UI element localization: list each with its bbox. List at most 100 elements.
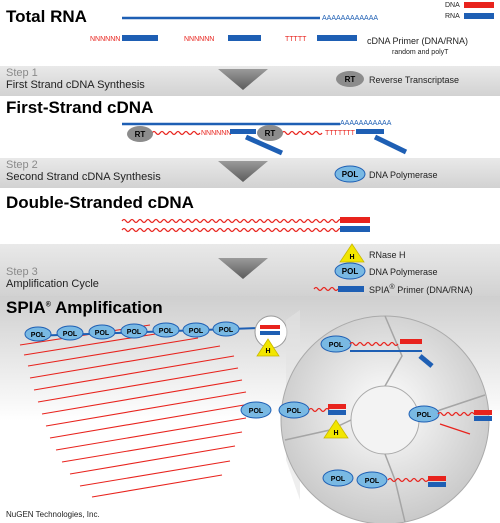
double-stranded-title: Double-Stranded cDNA xyxy=(6,193,194,212)
cycle-pol-left-1-text: POL xyxy=(249,408,264,415)
total-rna-polya-tail: AAAAAAAAAAAA xyxy=(322,15,378,22)
ds-cdna-rna-end xyxy=(340,226,370,232)
first-strand-primer-2 xyxy=(356,129,384,134)
cycle-top-template xyxy=(350,350,422,352)
cycle-top-strand xyxy=(349,341,399,347)
total-rna-title: Total RNA xyxy=(6,7,87,26)
cycle-pol-bottom-1-text: POL xyxy=(331,476,346,483)
pol-enzyme xyxy=(182,322,210,338)
pol-enzyme-text: POL xyxy=(159,328,174,335)
cycle-top-dna-end xyxy=(400,339,422,344)
ds-cdna-strand-top xyxy=(121,218,347,224)
pol-enzyme-text: POL xyxy=(127,329,142,336)
cdna-primer-sublabel: random and polyT xyxy=(392,49,449,56)
first-strand-title: First-Strand cDNA xyxy=(6,98,154,117)
step3-label: Step 3 xyxy=(6,266,38,278)
pol2-legend-badge xyxy=(334,165,366,183)
cycle-rnase-h-text: H xyxy=(333,430,338,437)
rnase-h-legend-label: RNase H xyxy=(369,250,406,260)
random-primer-tag-2: NNNNNN xyxy=(184,36,214,43)
rt-legend-badge xyxy=(336,71,364,87)
first-strand-primer-1 xyxy=(230,129,256,134)
random-primer-tag-1: NNNNNN xyxy=(90,36,120,43)
cdna-primer-segment-1 xyxy=(122,35,158,41)
cycle-left-rna-end xyxy=(328,410,346,415)
total-rna-band xyxy=(0,0,500,66)
cdna-primer-segment-2 xyxy=(228,35,261,41)
cycle-pol-top xyxy=(320,335,352,353)
first-strand-cdna-wave-1 xyxy=(151,130,201,136)
pol-enzyme xyxy=(212,321,240,337)
first-strand-polyt-tag: TTTTTTT xyxy=(325,130,356,137)
rt-enzyme-1-text: RT xyxy=(135,130,146,139)
step2-arrow xyxy=(218,161,268,182)
product-strand xyxy=(41,379,243,415)
pol-enzyme xyxy=(152,322,180,338)
cycle-left-strand xyxy=(308,407,330,413)
cycle-pol-left-1 xyxy=(240,401,272,419)
cycle-bottom-strand xyxy=(387,477,429,483)
cycle-pol-right xyxy=(408,405,440,423)
rt-legend-label: Reverse Transcriptase xyxy=(369,75,460,85)
cycle-pol-bottom-2 xyxy=(356,471,388,489)
product-strand xyxy=(27,337,199,367)
cycle-pol-right-text: POL xyxy=(417,412,432,419)
cycle-bottom-dna-end xyxy=(428,476,446,481)
cycle-right-dna-end xyxy=(474,410,492,415)
legend-dna-label: DNA xyxy=(445,2,460,9)
cycle-right-rna-end xyxy=(474,416,492,421)
cycle-bottom-rna-end xyxy=(428,482,446,487)
pol-enzyme xyxy=(120,323,148,339)
step3-description: Amplification Cycle xyxy=(6,278,99,290)
step1-label: Step 1 xyxy=(6,67,38,79)
displaced-primer-1 xyxy=(244,134,284,156)
rnase-h-legend-badge xyxy=(339,243,365,263)
spia-primer-legend-label: SPIA® Primer (DNA/RNA) xyxy=(369,284,473,295)
first-strand-cdna-wave-2 xyxy=(281,130,323,136)
footer-credit: NuGEN Technologies, Inc. xyxy=(6,510,100,519)
cycle-pol-bottom-1 xyxy=(322,469,354,487)
pol-enzyme-text: POL xyxy=(63,331,78,338)
first-strand-band xyxy=(0,96,500,158)
ds-cdna-strand-bottom xyxy=(121,227,347,233)
product-strand xyxy=(23,330,175,356)
cycle-divider xyxy=(384,315,403,387)
pol3-legend-label: DNA Polymerase xyxy=(369,267,438,277)
rt-enzyme-2-text: RT xyxy=(265,129,276,138)
step1-description: First Strand cDNA Synthesis xyxy=(6,79,145,91)
cdna-primer-segment-3 xyxy=(317,35,357,41)
zoom-dna-end xyxy=(260,325,280,329)
pol3-legend-badge-text: POL xyxy=(342,267,359,276)
spia-primer-legend-dna xyxy=(313,286,339,292)
cycle-pol-top-text: POL xyxy=(329,342,344,349)
zoom-rna-end xyxy=(260,331,280,335)
pol-enzyme-text: POL xyxy=(31,332,46,339)
product-strand xyxy=(49,403,251,439)
cycle-hub xyxy=(350,385,420,455)
cycle-left-dna-end xyxy=(328,404,346,409)
pol-enzyme-text: POL xyxy=(95,330,110,337)
step2-description: Second Strand cDNA Synthesis xyxy=(6,171,161,183)
rt-enzyme-1 xyxy=(127,126,153,142)
first-strand-random-tag: NNNNNN xyxy=(201,130,231,137)
pol-row: POL POL POL POL POL POL POL xyxy=(24,321,240,342)
product-strand xyxy=(69,445,236,475)
legend-dna-swatch xyxy=(464,2,494,8)
pol3-legend-badge xyxy=(334,262,366,280)
rnase-h-legend-badge-text: H xyxy=(349,254,354,261)
pol-enzyme xyxy=(24,326,52,342)
legend-rna-label: RNA xyxy=(445,13,460,20)
pol-enzyme-text: POL xyxy=(189,328,204,335)
spia-primer-legend-rna xyxy=(338,286,364,292)
rt-legend-badge-text: RT xyxy=(345,75,356,84)
ds-cdna-dna-end xyxy=(340,217,370,223)
legend-rna-swatch xyxy=(464,13,494,19)
product-strand xyxy=(29,345,221,379)
cycle-right-strand xyxy=(437,411,475,417)
product-strand xyxy=(61,431,243,463)
spia-amplification-title: SPIA® Amplification xyxy=(6,298,163,317)
step1-arrow xyxy=(218,69,268,90)
product-strand xyxy=(79,460,231,487)
first-strand-polya-tail: AAAAAAAAAAA xyxy=(340,120,392,127)
polyt-primer-tag: TTTTT xyxy=(285,36,307,43)
